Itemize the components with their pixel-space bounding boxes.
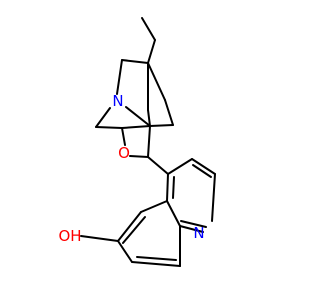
bond-c5-c6-double <box>122 216 146 244</box>
bond-c-ch2-right <box>147 62 166 101</box>
cage-bonds <box>95 17 174 175</box>
bond-ch-o <box>121 127 126 146</box>
bond-c7-c8-double <box>136 256 177 261</box>
quinoline-bonds <box>80 158 216 267</box>
bond-ch2-n <box>116 59 123 95</box>
bond-c4a-c4-double <box>172 176 175 199</box>
bond-n-cage-center <box>125 106 151 127</box>
bond-cage-right <box>149 124 174 127</box>
bond-cage-chaux <box>147 125 151 158</box>
bond-cage-c <box>147 109 151 127</box>
bond-ch2-ch2-right <box>164 99 174 126</box>
bond-c4-c3 <box>167 158 193 175</box>
bond-c-ch2-left <box>121 59 149 64</box>
bond-n-c8a-double <box>180 220 207 228</box>
bond-ch-quinoline <box>147 156 169 175</box>
bond-c3-c2 <box>191 158 216 175</box>
structure-canvas: N O N OH <box>58 17 216 267</box>
bond-ethyl-ch2-c <box>147 39 156 64</box>
bond-c5-c6 <box>117 211 142 242</box>
bond-ethyl-ch3-ch2 <box>141 17 156 41</box>
bond-c4a-c5 <box>140 200 168 213</box>
molecule-structure-svg: N O N OH <box>58 17 216 267</box>
atom-label-hydroxyl: OH <box>58 227 81 245</box>
bond-c8a-c4a <box>166 200 181 227</box>
atom-label-n-ring: N <box>193 224 204 242</box>
bond-c2-n <box>211 173 216 222</box>
bond-ch2-ch <box>95 126 123 129</box>
bond-n-ch2-left <box>95 107 111 128</box>
bond-o-ch <box>129 155 149 158</box>
bond-c3-c2-double <box>192 164 212 178</box>
bond-c6-oh <box>80 235 119 242</box>
bond-c7-c8 <box>131 261 181 267</box>
bond-ch-cage <box>121 125 151 129</box>
bond-n-c8a <box>179 225 204 233</box>
atom-label-o-ether: O <box>118 144 130 162</box>
atom-label-n-bridge: N <box>112 92 123 110</box>
bond-c4a-c4 <box>166 173 169 202</box>
bond-c6-c7 <box>117 240 133 263</box>
